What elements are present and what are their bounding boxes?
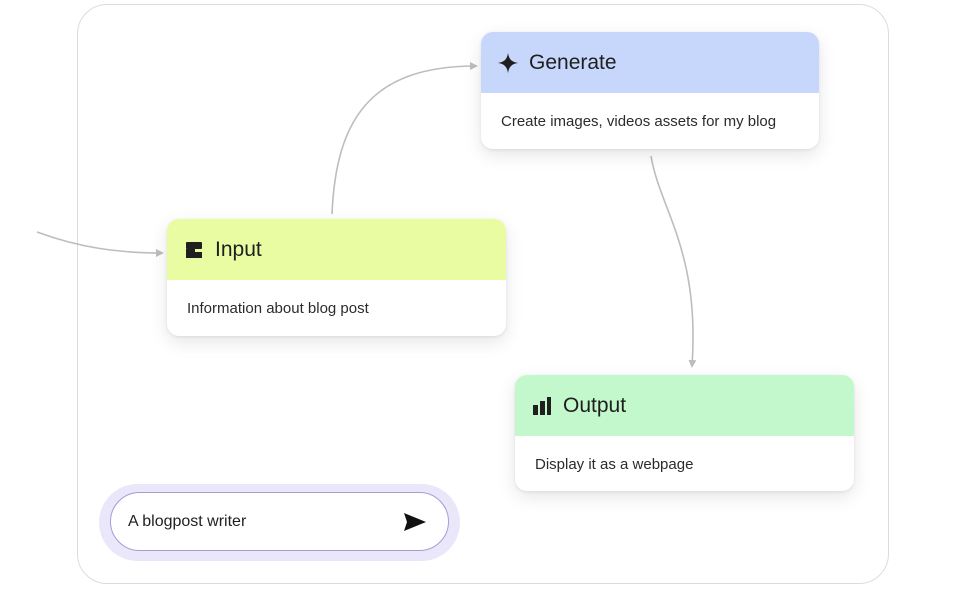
send-icon[interactable] xyxy=(402,509,428,535)
prompt-text[interactable]: A blogpost writer xyxy=(128,512,247,530)
output-node-title: Output xyxy=(563,393,627,417)
input-icon xyxy=(183,239,205,261)
sparkle-icon xyxy=(497,52,519,74)
input-node-title: Input xyxy=(215,237,262,261)
output-node-header[interactable]: Output xyxy=(515,375,854,436)
generate-node-header[interactable]: Generate xyxy=(481,32,819,93)
generate-node-description: Create images, videos assets for my blog xyxy=(501,112,777,130)
output-icon xyxy=(531,395,553,417)
generate-node[interactable]: Generate Create images, videos assets fo… xyxy=(481,32,819,149)
output-node-description: Display it as a webpage xyxy=(535,455,694,473)
input-node-header[interactable]: Input xyxy=(167,219,506,280)
input-node[interactable]: Input Information about blog post xyxy=(167,219,506,336)
generate-node-title: Generate xyxy=(529,50,617,74)
output-node[interactable]: Output Display it as a webpage xyxy=(515,375,854,491)
input-node-description: Information about blog post xyxy=(187,299,369,317)
prompt-input[interactable]: A blogpost writer xyxy=(110,492,449,551)
